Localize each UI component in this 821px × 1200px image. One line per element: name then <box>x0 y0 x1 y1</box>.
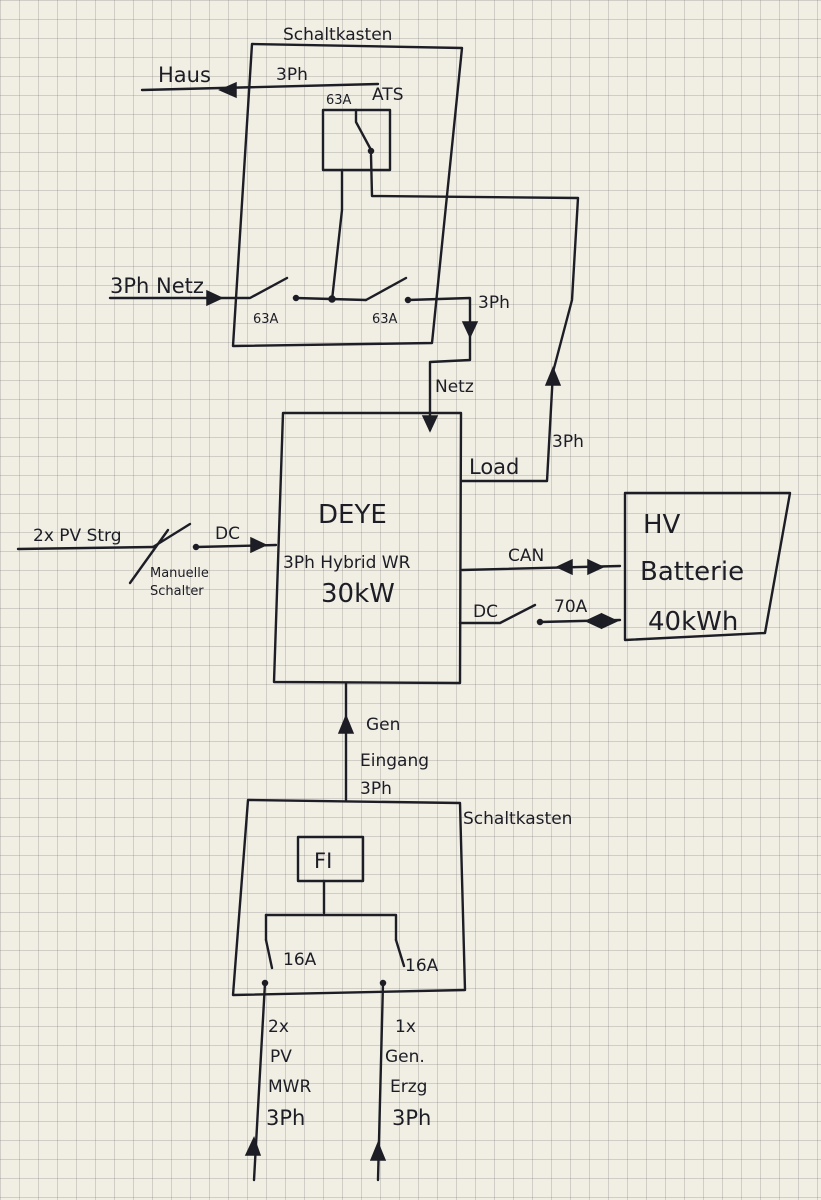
pv-dc-arrow-icon <box>250 536 268 554</box>
haus-arrow-icon <box>218 81 237 99</box>
gen-erzg-label-3: Erzg <box>390 1077 427 1097</box>
pv-switch-label-1: Manuelle <box>150 566 209 581</box>
inverter-netz-label: Netz <box>435 377 474 397</box>
inverter-outline <box>272 411 463 685</box>
load-line <box>459 370 555 483</box>
battery: HV Batterie 40kWh CAN DC 70A <box>458 491 792 642</box>
grid-out-3ph-label: 3Ph <box>478 293 510 313</box>
gen-erzg-arrow-icon <box>369 1141 387 1161</box>
breaker-16a-1-label: 16A <box>283 950 317 970</box>
haus-line <box>140 82 380 92</box>
pv-line <box>16 545 155 551</box>
battery-fuse-label: 70A <box>554 597 588 617</box>
pv-label: 2x PV Strg <box>33 526 122 546</box>
grid-out-arrow-icon <box>461 321 479 339</box>
fi-box <box>296 835 365 883</box>
load-3ph-label: 3Ph <box>552 432 584 452</box>
netz-input-label: 3Ph Netz <box>110 274 204 298</box>
pv-mwr-label-2: PV <box>270 1047 292 1067</box>
bottom-box-outline <box>231 798 467 997</box>
ats-load-line <box>369 153 580 374</box>
breaker-16a-2-label: 16A <box>405 956 439 976</box>
battery-dc-label: DC <box>473 602 498 622</box>
gen-input: Gen Eingang 3Ph <box>337 681 429 802</box>
netz-in-arrow-icon <box>421 415 439 433</box>
inverter-power: 30kW <box>321 579 395 609</box>
breaker-16a-1-blade <box>264 938 274 970</box>
ats-63a-label: 63A <box>326 93 352 108</box>
split-bus <box>264 913 398 942</box>
battery-line2: Batterie <box>640 557 744 587</box>
pv-input: 2x PV Strg DC Manuelle Schalter <box>16 522 278 599</box>
breaker2-label: 63A <box>372 312 398 327</box>
can-arrow-left-icon <box>555 558 573 576</box>
gen-label-2: Eingang <box>360 751 429 771</box>
breaker1-blade <box>248 276 289 300</box>
load-label: Load <box>469 455 519 479</box>
bottom-switch-box: Schaltkasten FI 16A 16A <box>231 798 572 997</box>
load-arrow-icon <box>544 366 562 386</box>
pv-mwr-label-4: 3Ph <box>266 1106 305 1130</box>
gen-erzg-label-4: 3Ph <box>392 1106 431 1130</box>
inverter-type: 3Ph Hybrid WR <box>283 553 411 573</box>
can-arrow-right-icon <box>587 558 605 576</box>
gen-label-1: Gen <box>366 715 400 735</box>
haus-3ph-label: 3Ph <box>276 65 308 85</box>
battery-line1: HV <box>643 510 681 540</box>
battery-dc-arrow-right-icon <box>601 612 619 630</box>
battery-outline <box>623 491 792 642</box>
can-label: CAN <box>508 546 544 566</box>
top-box-outline <box>231 42 464 348</box>
gen-arrow-icon <box>337 714 355 734</box>
pv-dc-label: DC <box>215 524 240 544</box>
pv-switch-lever <box>128 528 170 585</box>
top-box-title: Schaltkasten <box>283 25 392 45</box>
top-switch-box: Schaltkasten Haus 3Ph 63A ATS 3Ph Netz 6… <box>108 25 580 432</box>
pv-mwr-arrow-icon <box>244 1136 262 1156</box>
ats-switch-blade <box>354 108 372 150</box>
haus-label: Haus <box>158 63 211 87</box>
gen-erzg-label-2: Gen. <box>385 1047 425 1067</box>
bottom-inputs: 2x PV MWR 3Ph 1x Gen. Erzg 3Ph <box>244 981 431 1182</box>
ats-label: ATS <box>372 85 404 105</box>
pv-switch-label-2: Schalter <box>150 584 204 599</box>
netz-input-arrow-icon <box>206 289 224 307</box>
gen-label-3: 3Ph <box>360 779 392 799</box>
battery-line3: 40kWh <box>648 607 738 637</box>
breaker1-label: 63A <box>253 312 279 327</box>
inverter: Netz Load 3Ph DEYE 3Ph Hybrid WR 30kW <box>272 366 584 685</box>
gen-erzg-label-1: 1x <box>395 1017 416 1037</box>
grid-out-line <box>406 296 472 432</box>
fi-label: FI <box>314 849 332 873</box>
ats-contact <box>367 147 375 155</box>
bus-node <box>328 295 336 303</box>
battery-dc-arrow-left-icon <box>584 612 602 630</box>
inverter-brand: DEYE <box>318 500 387 530</box>
breaker-16a-2-blade <box>394 938 406 968</box>
ats-down-line <box>330 168 344 302</box>
pv-mwr-label-1: 2x <box>268 1017 289 1037</box>
breaker2-blade <box>364 276 408 302</box>
pv-mwr-label-3: MWR <box>268 1077 311 1097</box>
bottom-box-title: Schaltkasten <box>463 809 572 829</box>
battery-dc-line <box>458 603 537 625</box>
